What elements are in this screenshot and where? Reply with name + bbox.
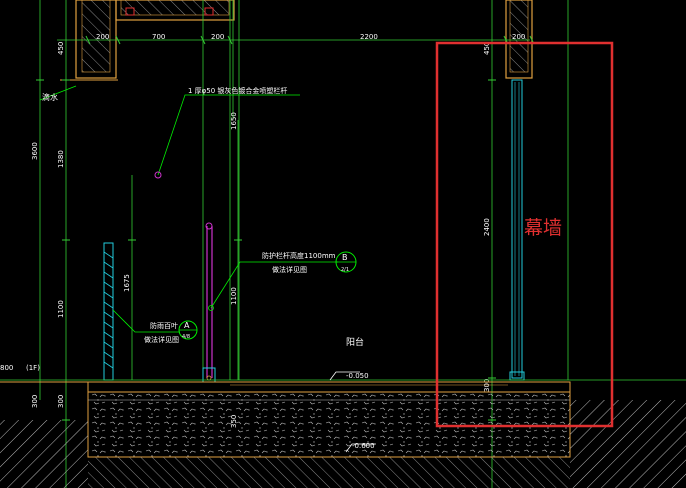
dim-left-5: 300 bbox=[57, 395, 65, 408]
railing-spec-annotation: 1 厚φ50 银灰色镀合金喷塑栏杆 bbox=[154, 86, 300, 179]
dim-right-0: 450 bbox=[483, 42, 491, 55]
upper-wall-left bbox=[60, 0, 235, 81]
dimension-lines bbox=[39, 0, 569, 488]
dim-top-4: 200 bbox=[512, 33, 525, 41]
top-ticks bbox=[85, 35, 535, 45]
dim-left-2: 3600 bbox=[31, 142, 39, 160]
vertical-ticks bbox=[36, 79, 496, 421]
callout-a-letter: A bbox=[184, 321, 190, 330]
guard-railing-sub: 做法详见图 bbox=[272, 265, 307, 274]
callout-b-sheet: 2/1 bbox=[341, 267, 349, 273]
callout-b-letter: B bbox=[342, 253, 348, 262]
curtain-wall-glazing bbox=[509, 79, 525, 381]
rain-shelter-sub: 做法详见图 bbox=[144, 335, 179, 344]
dim-inner-0: 1675 bbox=[123, 274, 131, 292]
floor-slab bbox=[0, 379, 686, 488]
top-dimension-texts: 200 700 200 2200 200 bbox=[96, 33, 525, 41]
guard-railing-annotation: 防护栏杆高度1100mm 做法详见图 B 2/1 bbox=[208, 251, 357, 311]
balcony-label: 阳台 bbox=[346, 336, 364, 348]
dim-left-4: 300 bbox=[31, 395, 39, 408]
dim-right-1: 2400 bbox=[483, 218, 491, 236]
dim-right-2: 300 bbox=[483, 379, 491, 392]
level-marker-balcony: -0.050 bbox=[329, 371, 369, 381]
level-ground-label: -0.600 bbox=[352, 442, 375, 450]
dim-edge-0: 800 bbox=[0, 364, 13, 372]
dim-left-3: 1100 bbox=[57, 300, 65, 318]
curtain-wall-highlight: 幕墙 bbox=[435, 41, 614, 428]
dim-top-0: 200 bbox=[96, 33, 109, 41]
guard-railing-label: 防护栏杆高度1100mm bbox=[262, 251, 336, 260]
dim-left-0: 450 bbox=[57, 42, 65, 55]
dim-mid-1: 1100 bbox=[230, 287, 238, 305]
dim-edge-1: (1F) bbox=[26, 364, 40, 372]
rain-shelter-label: 防雨百叶 bbox=[150, 321, 178, 330]
dim-top-3: 2200 bbox=[360, 33, 378, 41]
level-balcony-label: -0.050 bbox=[346, 372, 369, 380]
dim-left-1: 1380 bbox=[57, 150, 65, 168]
rain-shelter-louvre: A 4/8 防雨百叶 做法详见图 bbox=[103, 242, 198, 381]
curtain-wall-label: 幕墙 bbox=[524, 217, 562, 239]
drip-annotation: 滴水 bbox=[39, 85, 77, 102]
railing-post bbox=[202, 222, 216, 383]
vertical-dimension-texts: 450 1380 3600 1100 300 300 1675 1650 110… bbox=[0, 42, 491, 428]
dim-mid-0: 1650 bbox=[230, 112, 238, 130]
level-marker-ground: -0.600 bbox=[345, 442, 376, 453]
callout-a-sheet: 4/8 bbox=[182, 334, 190, 340]
railing-spec-label: 1 厚φ50 银灰色镀合金喷塑栏杆 bbox=[188, 86, 287, 95]
dim-top-2: 200 bbox=[211, 33, 224, 41]
dim-top-1: 700 bbox=[152, 33, 165, 41]
drip-label: 滴水 bbox=[42, 92, 58, 102]
